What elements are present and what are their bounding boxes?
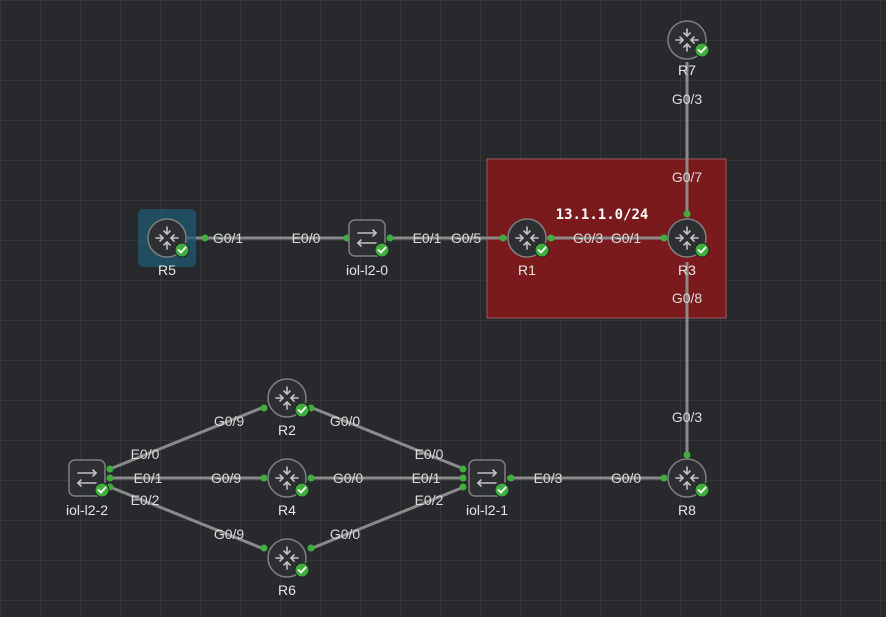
node-iol-l2-2[interactable]: iol-l2-2 <box>66 459 110 518</box>
link-r5-l20[interactable]: G0/1 E0/0 <box>187 230 351 246</box>
link-r5-l20-b-if: E0/0 <box>292 230 321 246</box>
node-r6[interactable]: R6 <box>267 538 310 598</box>
nodes: R7 R5 <box>66 20 710 598</box>
node-label: iol-l2-2 <box>66 502 108 518</box>
node-label: R1 <box>518 262 536 278</box>
node-iol-l2-0[interactable]: iol-l2-0 <box>346 219 390 278</box>
node-r7[interactable]: R7 <box>667 20 710 78</box>
link-r2-l21-a-if: G0/0 <box>330 413 361 429</box>
link-r6-l21-a-if: G0/0 <box>330 526 361 542</box>
node-label: R7 <box>678 62 696 78</box>
link-r1-r3-a-if: G0/3 <box>573 230 604 246</box>
status-ok-icon <box>294 402 310 418</box>
link-l22-r2-a-if: E0/0 <box>131 446 160 462</box>
link-r7-r3-a-if: G0/3 <box>672 91 703 107</box>
link-l20-r1-a-if: E0/1 <box>413 230 442 246</box>
link-l22-r4[interactable]: E0/1 G0/9 <box>106 470 268 486</box>
node-label: R5 <box>158 262 176 278</box>
node-label: R3 <box>678 262 696 278</box>
link-r7-r3[interactable]: G0/3 G0/7 <box>672 62 703 218</box>
link-r1-r3-b-if: G0/1 <box>611 230 642 246</box>
status-ok-icon <box>294 562 310 578</box>
link-l22-r4-b-if: G0/9 <box>211 470 242 486</box>
node-label: iol-l2-0 <box>346 262 388 278</box>
link-l21-r8-b-if: G0/0 <box>611 470 642 486</box>
status-ok-icon <box>94 482 110 498</box>
link-l22-r4-a-if: E0/1 <box>134 470 163 486</box>
node-r1[interactable]: R1 <box>507 218 550 278</box>
status-ok-icon <box>174 242 190 258</box>
links: G0/3 G0/7 G0/1 E0/0 E0/1 G0/5 G0/3 G0/1 <box>106 62 703 552</box>
status-ok-icon <box>694 482 710 498</box>
node-label: iol-l2-1 <box>466 502 508 518</box>
node-r8[interactable]: R8 <box>667 458 710 518</box>
link-r4-l21-b-if: E0/1 <box>412 470 441 486</box>
link-l20-r1[interactable]: E0/1 G0/5 <box>386 230 508 246</box>
link-r4-l21-a-if: G0/0 <box>333 470 364 486</box>
link-l22-r6-b-if: G0/9 <box>214 526 245 542</box>
link-r5-l20-a-if: G0/1 <box>213 230 244 246</box>
node-label: R4 <box>278 502 296 518</box>
link-r4-l21[interactable]: G0/0 E0/1 <box>307 470 467 486</box>
status-ok-icon <box>374 242 390 258</box>
link-r2-l21-b-if: E0/0 <box>415 446 444 462</box>
link-l22-r6[interactable]: E0/2 G0/9 <box>106 483 268 552</box>
node-iol-l2-1[interactable]: iol-l2-1 <box>466 459 510 518</box>
link-l22-r2-b-if: G0/9 <box>214 413 245 429</box>
link-l22-r2[interactable]: E0/0 G0/9 <box>106 404 268 473</box>
node-r2[interactable]: R2 <box>267 378 310 438</box>
link-r1-r3[interactable]: G0/3 G0/1 <box>547 230 668 246</box>
network-label: 13.1.1.0/24 <box>556 207 649 223</box>
status-ok-icon <box>494 482 510 498</box>
link-l21-r8[interactable]: E0/3 G0/0 <box>507 470 668 486</box>
link-l21-r8-a-if: E0/3 <box>534 470 563 486</box>
node-r5[interactable]: R5 <box>138 209 196 278</box>
link-r3-r8-b-if: G0/3 <box>672 409 703 425</box>
node-r4[interactable]: R4 <box>267 458 310 518</box>
status-ok-icon <box>294 482 310 498</box>
link-r6-l21-b-if: E0/2 <box>415 492 444 508</box>
node-label: R8 <box>678 502 696 518</box>
status-ok-icon <box>694 242 710 258</box>
status-ok-icon <box>694 42 710 58</box>
link-r7-r3-b-if: G0/7 <box>672 169 703 185</box>
link-r6-l21[interactable]: G0/0 E0/2 <box>307 483 467 552</box>
node-label: R6 <box>278 582 296 598</box>
link-l22-r6-a-if: E0/2 <box>131 492 160 508</box>
link-r2-l21[interactable]: G0/0 E0/0 <box>307 404 467 473</box>
link-r3-r8-a-if: G0/8 <box>672 290 703 306</box>
node-r3[interactable]: R3 <box>667 218 710 278</box>
link-l20-r1-b-if: G0/5 <box>451 230 482 246</box>
status-ok-icon <box>534 242 550 258</box>
link-r3-r8[interactable]: G0/8 G0/3 <box>672 262 703 459</box>
node-label: R2 <box>278 422 296 438</box>
